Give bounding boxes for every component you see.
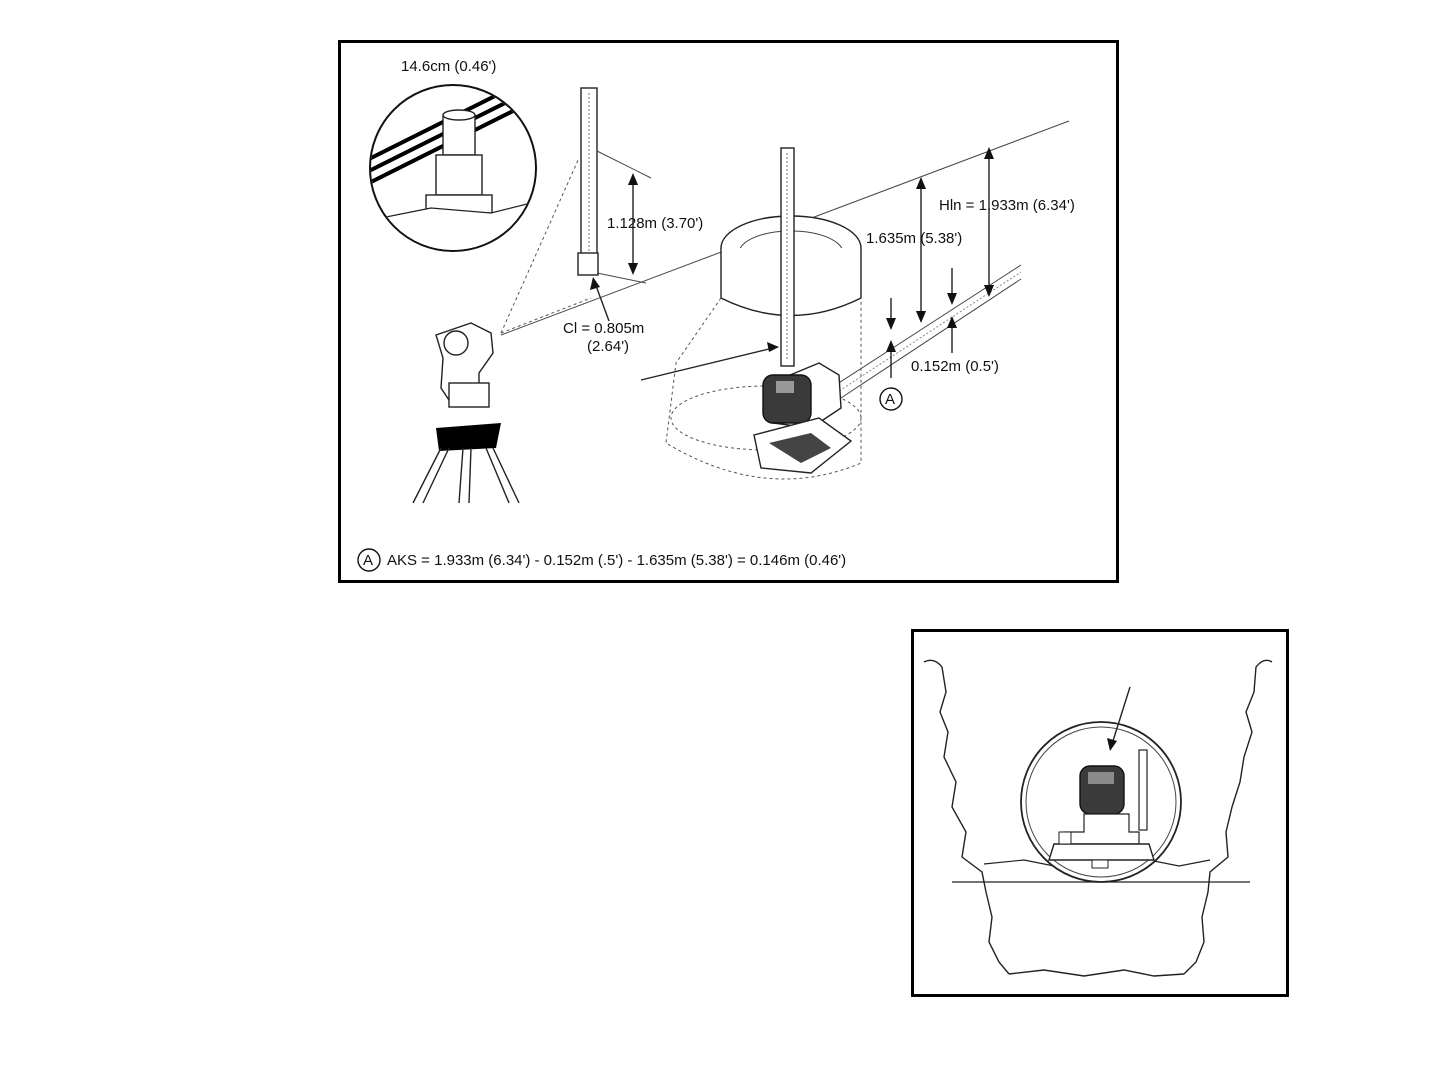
tripod-level: [413, 323, 519, 503]
left-leveling-rod: [578, 88, 598, 275]
trench-cross-section-svg: [914, 632, 1286, 994]
ci-pointer-arrow: [590, 277, 609, 321]
hin-dimension: [984, 147, 994, 297]
rod-height-label: 1.128m (3.70'): [607, 215, 703, 232]
main-diagram-panel: 14.6cm (0.46') 1.128m (3.70') Cl = 0.805…: [338, 40, 1119, 583]
hin-label: Hln = 1.933m (6.34'): [939, 197, 1075, 214]
magnified-inset: [361, 68, 551, 258]
laser-pointer-arrow: [641, 342, 779, 380]
main-diagram-svg: 14.6cm (0.46') 1.128m (3.70') Cl = 0.805…: [341, 43, 1116, 580]
ci-label-line2: (2.64'): [587, 338, 629, 355]
callout-a-letter: A: [885, 391, 895, 408]
trench-bottom: [1009, 970, 1184, 976]
equation-caption: A AKS = 1.933m (6.34') - 0.152m (.5') - …: [358, 549, 846, 571]
trench-right-wall: [1184, 660, 1272, 974]
ci-label-line1: Cl = 0.805m: [563, 320, 644, 337]
caption-letter: A: [363, 552, 373, 569]
dimension-extension-line: [597, 273, 646, 283]
offset-label: 0.152m (0.5'): [911, 358, 999, 375]
callout-a-marker: A: [880, 388, 902, 410]
depth-label: 1.635m (5.38'): [866, 230, 962, 247]
pipe-laser: [754, 363, 851, 473]
depth-dimension: [916, 177, 926, 323]
dimension-extension-line: [597, 151, 651, 178]
right-leveling-rod: [781, 148, 794, 366]
detail-diagram-panel: [911, 629, 1289, 997]
inset-measure-label: 14.6cm (0.46'): [401, 58, 496, 75]
caption-equation: AKS = 1.933m (6.34') - 0.152m (.5') - 1.…: [387, 552, 846, 569]
trench-left-wall: [924, 660, 1009, 974]
